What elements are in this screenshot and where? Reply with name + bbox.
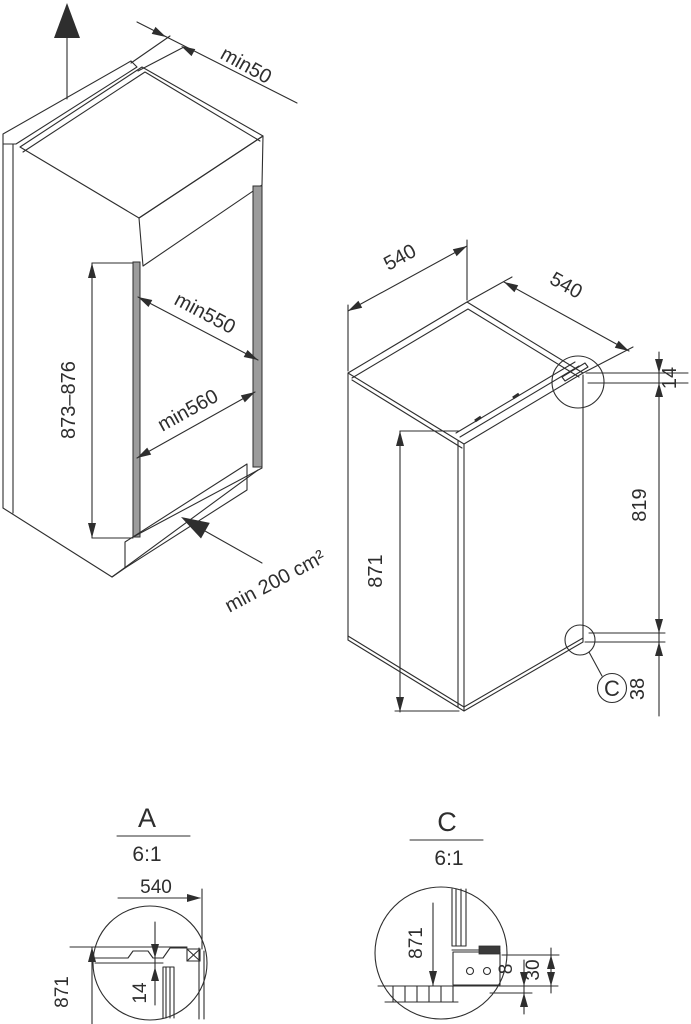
plinth xyxy=(124,463,248,569)
detail-c-circle xyxy=(374,886,508,1020)
dim-depth-upper: min550 xyxy=(137,289,259,361)
left-side-panel-edge xyxy=(132,261,141,538)
detail-a-balloon xyxy=(551,355,605,409)
cabinet-bottom-edge xyxy=(132,467,263,538)
dim-label-819: 819 xyxy=(629,488,651,521)
detail-c-label-871: 871 xyxy=(406,927,427,959)
detail-c-label-30: 30 xyxy=(523,959,544,980)
left-outer-wall xyxy=(2,143,14,514)
vent-note: min 200 cm² xyxy=(181,517,329,617)
side-panel-section xyxy=(198,947,205,1020)
dim-chain-right: 14 819 38 xyxy=(584,351,689,717)
detail-a-label-871: 871 xyxy=(52,976,73,1008)
right-side-panel-edge xyxy=(252,185,263,468)
dim-label-min560: min560 xyxy=(154,385,222,436)
bracket-hole-2 xyxy=(482,966,492,976)
detail-c-scale: 6:1 xyxy=(434,847,463,870)
niche-cabinet xyxy=(2,66,264,578)
airflow-up-arrow xyxy=(54,3,80,100)
hinge-mark-1 xyxy=(474,415,482,423)
top-fascia xyxy=(138,135,264,267)
detail-a-label-540: 540 xyxy=(140,877,172,898)
dim-label-width-540: 540 xyxy=(380,240,420,275)
detail-c-label-8: 8 xyxy=(496,964,517,975)
detail-a-label-14: 14 xyxy=(130,982,151,1004)
hinge-mark-2 xyxy=(512,392,520,400)
vent-area-label: min 200 cm² xyxy=(221,546,329,617)
dim-niche-height: 873–876 xyxy=(58,262,134,539)
dim-appliance-width: 540 xyxy=(347,239,468,372)
dim-label-871: 871 xyxy=(365,554,387,587)
detail-c-badge xyxy=(596,672,628,704)
dim-label-38: 38 xyxy=(627,678,649,700)
detail-a-scale: 6:1 xyxy=(132,843,161,866)
detail-c-title: C xyxy=(437,807,457,837)
floor-edges xyxy=(2,469,259,578)
floor-lines xyxy=(377,985,559,1003)
hinge-pin xyxy=(478,945,501,955)
detail-a-dims: 540 14 871 xyxy=(52,877,203,1024)
niche-view: min50 873–876 min550 min560 xyxy=(2,3,329,617)
vent-arrow xyxy=(181,517,210,539)
dim-label-14: 14 xyxy=(659,367,681,389)
dim-label-min550: min550 xyxy=(171,289,239,339)
appliance-view: 540 540 14 819 38 871 xyxy=(347,239,689,717)
plinth-grille xyxy=(392,985,454,1003)
bracket-hole-1 xyxy=(465,966,475,976)
door-section xyxy=(451,888,467,947)
hinge-bracket xyxy=(186,948,201,962)
dim-depth-lower: min560 xyxy=(136,385,256,459)
detail-c-dims: 871 8 30 xyxy=(406,902,560,1015)
door-top-strip xyxy=(455,361,580,438)
dim-label-min50: min50 xyxy=(217,43,275,89)
dim-label-depth-540: 540 xyxy=(546,268,586,303)
dim-front-height: 871 xyxy=(365,430,460,713)
detail-a-view: A 6:1 540 14 871 xyxy=(52,803,208,1024)
detail-a-title: A xyxy=(138,803,156,833)
dim-appliance-depth: 540 xyxy=(466,268,634,374)
detail-a-circle xyxy=(92,905,208,1021)
detail-c-badge-label: C xyxy=(604,676,620,701)
appliance-box xyxy=(347,301,584,712)
bottom-bracket xyxy=(452,951,501,986)
dim-top-gap: min50 xyxy=(130,21,298,104)
detail-c-view: C 6:1 871 8 30 xyxy=(374,807,560,1020)
detail-c-balloon xyxy=(564,624,596,656)
wall-panel xyxy=(2,60,138,145)
door-section xyxy=(162,966,175,1019)
detail-c-section xyxy=(377,888,559,1003)
dim-label-niche-height: 873–876 xyxy=(58,361,80,439)
door-front-edge xyxy=(351,379,463,708)
detail-markers: C xyxy=(551,355,628,704)
detail-a-section xyxy=(69,946,205,1020)
top-hinge-detail xyxy=(561,362,589,382)
